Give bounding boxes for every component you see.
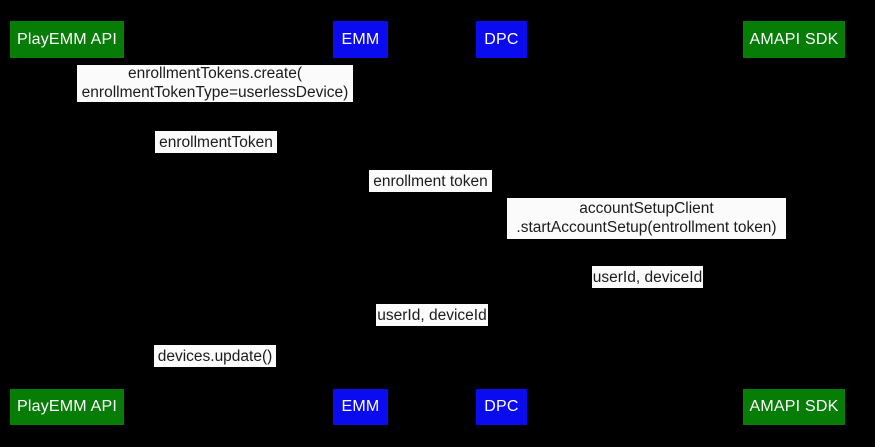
actor-emm-top: EMM bbox=[333, 21, 388, 58]
actor-dpc-top: DPC bbox=[476, 21, 527, 58]
message-line: enrollmentTokenType=userlessDevice) bbox=[81, 83, 349, 101]
actor-label: DPC bbox=[484, 30, 519, 48]
actor-playemm-api-top: PlayEMM API bbox=[10, 21, 124, 58]
message-line: enrollment token bbox=[373, 172, 488, 190]
message-line: userId, deviceId bbox=[592, 268, 703, 286]
message-userid-deviceid-1: userId, deviceId bbox=[592, 266, 703, 288]
actor-dpc-bottom: DPC bbox=[476, 389, 527, 425]
actor-amapi-sdk-top: AMAPI SDK bbox=[743, 21, 845, 58]
message-enrollment-tokens-create: enrollmentTokens.create( enrollmentToken… bbox=[77, 65, 353, 102]
message-devices-update: devices.update() bbox=[154, 345, 276, 367]
message-line: devices.update() bbox=[157, 347, 273, 365]
message-enrollment-token-pass: enrollment token bbox=[369, 170, 492, 192]
actor-label: EMM bbox=[341, 398, 380, 415]
actor-label: PlayEMM API bbox=[16, 398, 117, 415]
actor-label: PlayEMM API bbox=[16, 30, 117, 48]
message-enrollment-token-return: enrollmentToken bbox=[155, 131, 277, 153]
message-line: .startAccountSetup(entrollment token) bbox=[516, 218, 777, 236]
actor-label: EMM bbox=[341, 30, 380, 48]
message-line: accountSetupClient bbox=[579, 200, 714, 217]
message-userid-deviceid-2: userId, deviceId bbox=[376, 304, 488, 326]
actor-amapi-sdk-bottom: AMAPI SDK bbox=[743, 389, 845, 425]
actor-label: AMAPI SDK bbox=[749, 398, 839, 415]
actor-playemm-api-bottom: PlayEMM API bbox=[10, 389, 124, 425]
actor-label: DPC bbox=[484, 398, 519, 415]
message-start-account-setup: accountSetupClient .startAccountSetup(en… bbox=[507, 198, 786, 239]
actor-label: AMAPI SDK bbox=[749, 30, 839, 48]
message-line: enrollmentTokens.create( bbox=[127, 65, 303, 82]
message-line: enrollmentToken bbox=[159, 133, 273, 151]
actor-emm-bottom: EMM bbox=[333, 389, 388, 425]
message-line: userId, deviceId bbox=[377, 306, 487, 324]
